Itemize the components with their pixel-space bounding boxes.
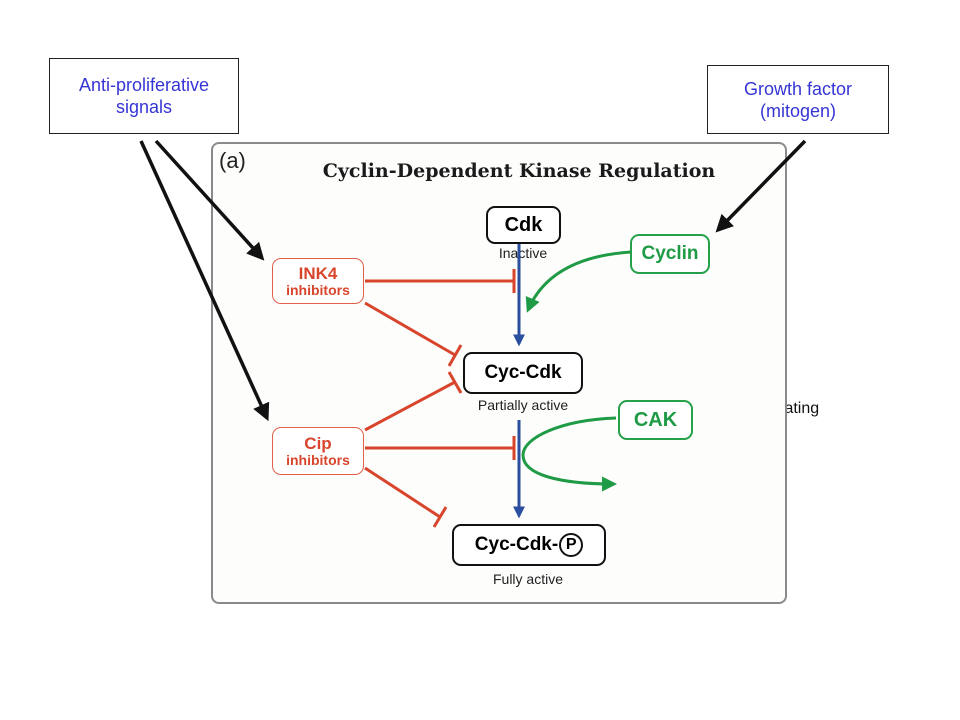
ink4-inhibitors-node: INK4 inhibitors [272, 258, 364, 304]
anti-proliferative-callout: Anti-proliferative signals [49, 58, 239, 134]
phosphate-icon: P [559, 533, 584, 557]
callout-line: signals [115, 97, 173, 117]
cyc-cdk-node: Cyc-Cdk [463, 352, 583, 394]
cdk-label: Cdk [504, 213, 543, 236]
cyclin-node: Cyclin [630, 234, 710, 274]
cyc-cdk-p-state-label: Fully active [492, 571, 564, 587]
cyc-cdk-state-label: Partially active [477, 397, 569, 413]
cdk-node: Cdk [486, 206, 561, 244]
cyc-cdk-p-node: Cyc-Cdk- P [452, 524, 606, 566]
cyc-cdk-p-label: Cyc-Cdk- [474, 534, 559, 555]
figure-panel: (a) Cyclin-Dependent Kinase Regulation C… [211, 142, 787, 604]
callout-line: (mitogen) [759, 100, 836, 121]
cip-label: Cip [304, 433, 332, 453]
cak-node: CAK [618, 400, 693, 440]
callout-line: Growth factor [743, 78, 853, 99]
cdk-state-label: Inactive [498, 245, 548, 261]
ink4-sub-label: inhibitors [286, 281, 350, 298]
cip-sub-label: inhibitors [286, 451, 350, 468]
ink4-label: INK4 [298, 263, 338, 283]
cyclin-label: Cyclin [641, 243, 699, 264]
cak-label: CAK [633, 408, 678, 431]
callout-line: Anti-proliferative [78, 75, 210, 95]
growth-factor-callout: Growth factor (mitogen) [707, 65, 889, 134]
figure-title: Cyclin-Dependent Kinase Regulation [322, 160, 716, 182]
cyc-cdk-label: Cyc-Cdk [484, 362, 562, 383]
cip-inhibitors-node: Cip inhibitors [272, 427, 364, 475]
